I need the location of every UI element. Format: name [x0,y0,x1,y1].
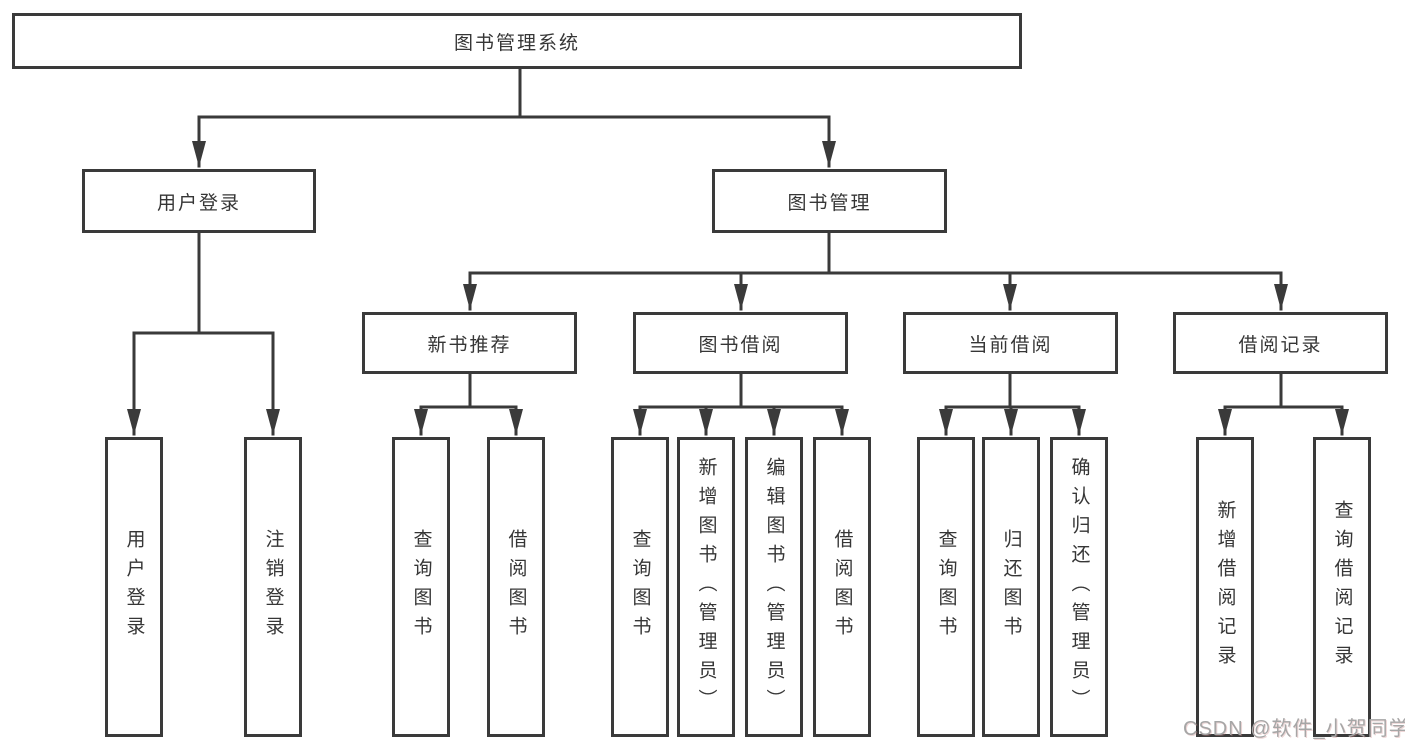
leaf-borrow-books-recommend: 借阅图书 [487,437,545,737]
leaf-add-books-admin-label: 新增图书（管理员） [695,456,717,718]
node-current-borrow: 当前借阅 [903,312,1118,374]
leaf-logout-login-label: 注销登录 [262,529,284,645]
leaf-confirm-return-admin-label: 确认归还（管理员） [1068,456,1090,718]
leaf-user-login: 用户登录 [105,437,163,737]
leaf-add-borrow-record-label: 新增借阅记录 [1214,500,1236,674]
leaf-return-books-label: 归还图书 [1000,529,1022,645]
leaf-query-borrow-record: 查询借阅记录 [1313,437,1371,737]
node-root: 图书管理系统 [12,13,1022,69]
node-book-borrow: 图书借阅 [633,312,848,374]
leaf-borrow-books-label: 借阅图书 [831,529,853,645]
leaf-logout-login: 注销登录 [244,437,302,737]
csdn-watermark: CSDN @软件_小贺同学 [1183,718,1405,740]
node-user-login: 用户登录 [82,169,316,233]
leaf-add-borrow-record: 新增借阅记录 [1196,437,1254,737]
leaf-confirm-return-admin: 确认归还（管理员） [1050,437,1108,737]
leaf-query-books-recommend: 查询图书 [392,437,450,737]
node-new-book-recommend: 新书推荐 [362,312,577,374]
leaf-query-borrow-record-label: 查询借阅记录 [1331,500,1353,674]
leaf-user-login-label: 用户登录 [123,529,145,645]
leaf-query-books-borrow-label: 查询图书 [629,529,651,645]
leaf-query-books-borrow: 查询图书 [611,437,669,737]
leaf-edit-books-admin-label: 编辑图书（管理员） [763,456,785,718]
leaf-return-books: 归还图书 [982,437,1040,737]
leaf-edit-books-admin: 编辑图书（管理员） [745,437,803,737]
leaf-borrow-books: 借阅图书 [813,437,871,737]
leaf-query-books-current: 查询图书 [917,437,975,737]
leaf-query-books-current-label: 查询图书 [935,529,957,645]
leaf-borrow-books-recommend-label: 借阅图书 [505,529,527,645]
node-borrow-records: 借阅记录 [1173,312,1388,374]
leaf-add-books-admin: 新增图书（管理员） [677,437,735,737]
node-book-management: 图书管理 [712,169,947,233]
leaf-query-books-recommend-label: 查询图书 [410,529,432,645]
